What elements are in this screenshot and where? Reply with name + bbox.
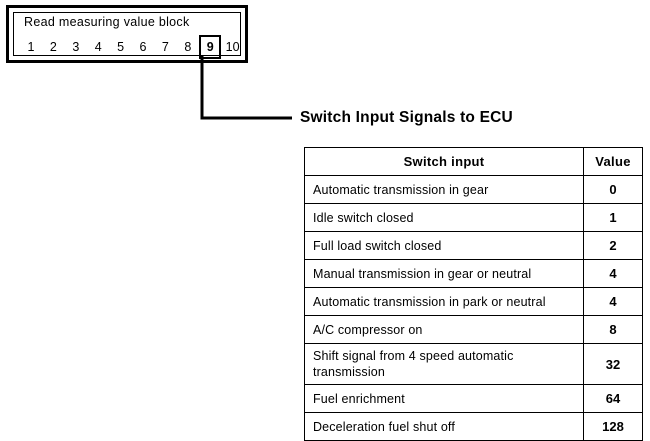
channel-9-selected[interactable]: 9 [199,35,222,59]
column-header-switch-input: Switch input [304,147,584,176]
table-row: Automatic transmission in park or neutra… [304,287,643,316]
switch-input-value: 2 [583,231,643,260]
switch-input-description: Automatic transmission in park or neutra… [304,287,584,316]
switch-input-table: Switch input Value Automatic transmissio… [304,147,643,441]
channel-10[interactable]: 10 [225,40,240,54]
channel-4[interactable]: 4 [94,40,102,54]
channel-1[interactable]: 1 [27,40,35,54]
table-row: Shift signal from 4 speed automatic tran… [304,343,643,385]
switch-input-description: A/C compressor on [304,315,584,344]
switch-input-value: 1 [583,203,643,232]
leader-line-path [200,55,292,120]
switch-input-description: Idle switch closed [304,203,584,232]
switch-input-value: 32 [583,343,643,385]
table-header-row: Switch input Value [304,147,643,176]
channel-6[interactable]: 6 [139,40,147,54]
column-header-value: Value [583,147,643,176]
switch-input-value: 4 [583,259,643,288]
switch-input-value: 128 [583,412,643,441]
switch-input-value: 0 [583,175,643,204]
switch-input-value: 8 [583,315,643,344]
channel-8[interactable]: 8 [184,40,192,54]
switch-input-description: Deceleration fuel shut off [304,412,584,441]
page-title: Switch Input Signals to ECU [300,109,513,126]
switch-input-description: Fuel enrichment [304,384,584,413]
switch-input-description: Manual transmission in gear or neutral [304,259,584,288]
measuring-value-block-title: Read measuring value block [24,15,190,29]
channel-3[interactable]: 3 [72,40,80,54]
switch-input-description: Shift signal from 4 speed automatic tran… [304,343,584,385]
switch-input-value: 4 [583,287,643,316]
switch-input-description: Full load switch closed [304,231,584,260]
switch-input-description: Automatic transmission in gear [304,175,584,204]
channel-2[interactable]: 2 [49,40,57,54]
switch-input-value: 64 [583,384,643,413]
channel-5[interactable]: 5 [117,40,125,54]
channel-7[interactable]: 7 [161,40,169,54]
switch-input-table-wrapper: Switch input Value Automatic transmissio… [304,147,643,441]
